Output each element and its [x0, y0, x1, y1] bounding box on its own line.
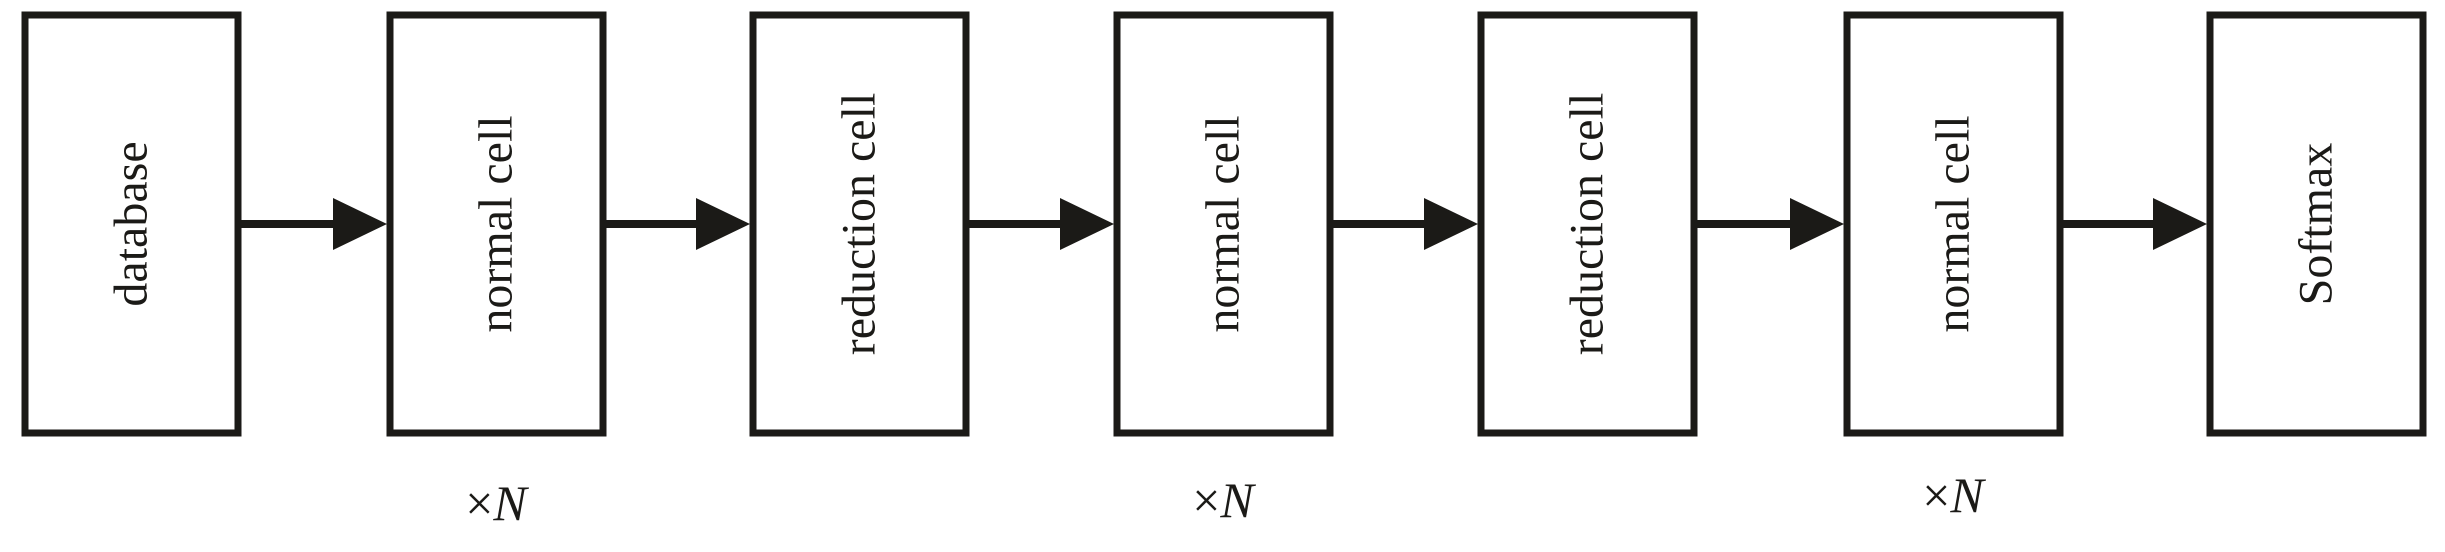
- block-reduction-cell: reduction cell: [749, 11, 970, 437]
- block-normal-cell: normal cell: [1113, 11, 1334, 437]
- block-normal-cell: normal cell: [386, 11, 607, 437]
- arrowhead-icon: [2153, 198, 2207, 250]
- block-label: database: [105, 141, 158, 306]
- arrowhead-icon: [333, 198, 387, 250]
- repeat-label: ×N: [465, 475, 529, 531]
- arrow-connector: [969, 198, 1114, 250]
- block-label: normal cell: [1927, 115, 1980, 332]
- arrow-connector: [2063, 198, 2207, 250]
- arrow-connector: [606, 198, 750, 250]
- repeat-label: ×N: [1192, 472, 1256, 528]
- arrow-connector: [241, 198, 387, 250]
- repeat-label: ×N: [1922, 467, 1986, 523]
- block-label: reduction cell: [833, 93, 886, 356]
- block-label: Softmax: [2290, 143, 2343, 306]
- arrowhead-icon: [1424, 198, 1478, 250]
- block-label: normal cell: [470, 115, 523, 332]
- arrowhead-icon: [1060, 198, 1114, 250]
- block-database: database: [21, 11, 242, 437]
- arrow-connector: [1333, 198, 1478, 250]
- block-normal-cell: normal cell: [1843, 11, 2064, 437]
- block-label: reduction cell: [1561, 93, 1614, 356]
- arrow-connector: [1697, 198, 1844, 250]
- block-label: normal cell: [1197, 115, 1250, 332]
- arrowhead-icon: [1790, 198, 1844, 250]
- block-softmax: Softmax: [2206, 11, 2427, 437]
- block-reduction-cell: reduction cell: [1477, 11, 1698, 437]
- arrowhead-icon: [696, 198, 750, 250]
